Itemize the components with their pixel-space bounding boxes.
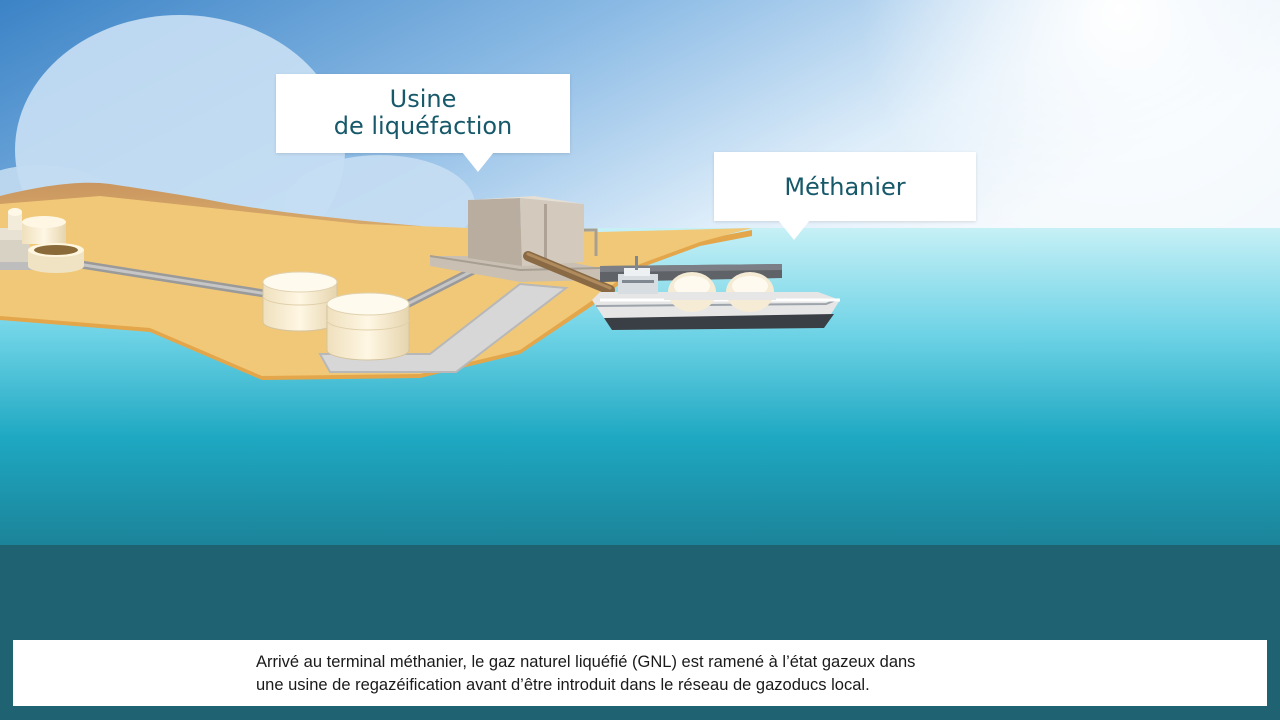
liquefaction-plant [429,196,601,282]
plant-label-line-1: Usine [389,85,457,113]
caption-box: Arrivé au terminal méthanier, le gaz nat… [13,640,1267,706]
plant-label-line-2: de liquéfaction [333,112,513,140]
loading-arm [523,251,615,295]
lng-storage-tank-1 [262,271,338,332]
lng-storage-tank-2 [326,292,410,361]
caption-line-1: Arrivé au terminal méthanier, le gaz nat… [256,653,916,671]
liquefaction-plant-label: Usine de liquéfaction [276,74,570,172]
pier [320,284,566,372]
gas-facility [0,208,84,273]
lng-tanker [592,256,840,330]
tanker-label: Méthanier [714,152,976,240]
caption-line-2: une usine de regazéification avant d’êtr… [256,676,870,694]
tanker-label-text: Méthanier [784,173,906,201]
